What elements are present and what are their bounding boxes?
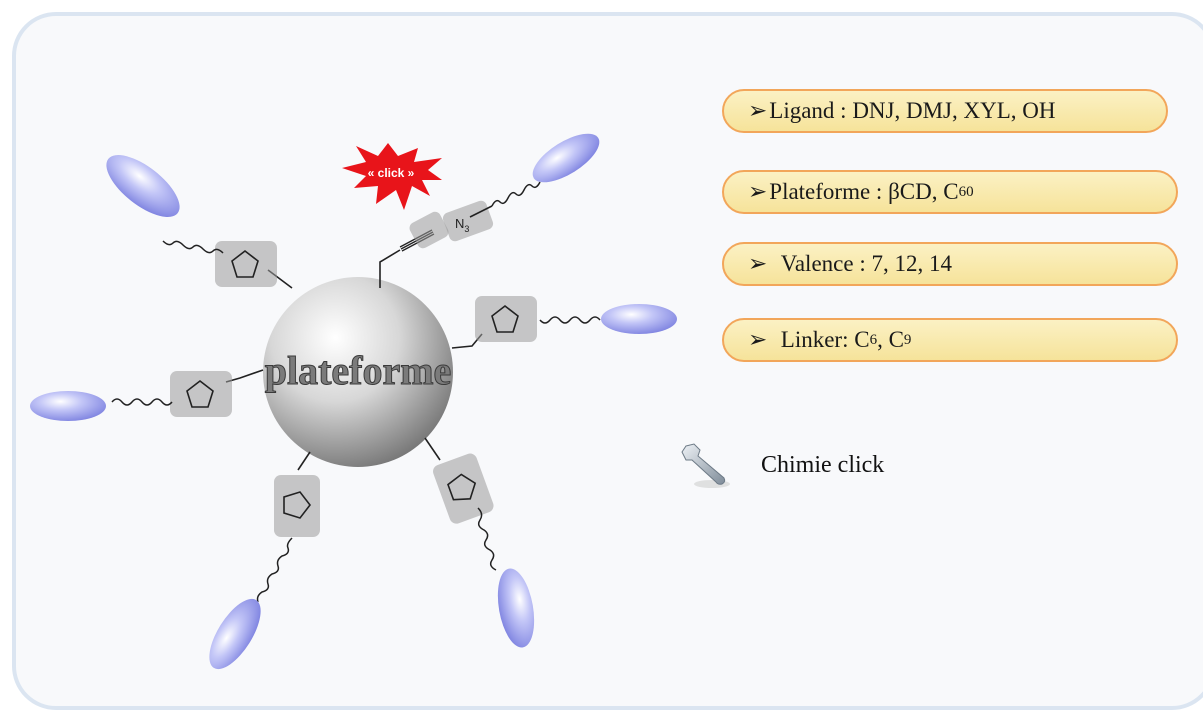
arrow-bullet: ➢ xyxy=(748,98,768,123)
feature-ligand-text: Ligand : DNJ, DMJ, XYL, OH xyxy=(769,98,1056,123)
platform-sphere xyxy=(263,277,453,467)
click-star: « click » xyxy=(342,143,442,210)
arm-bottom-left xyxy=(209,451,321,670)
feature-plateforme-text: Plateforme : βCD, C xyxy=(769,179,959,204)
ligand-ellipse xyxy=(209,598,261,670)
arrow-bullet: ➢ xyxy=(748,327,768,352)
feature-valence-text: Valence : 7, 12, 14 xyxy=(780,251,952,276)
multivalent-diagram: plateforme « click » N3 xyxy=(30,133,677,670)
feature-ligand: ➢Ligand : DNJ, DMJ, XYL, OH xyxy=(722,89,1168,133)
arm-top-alkyne xyxy=(379,211,449,288)
feature-linker-sep: , C xyxy=(877,327,904,352)
click-label: « click » xyxy=(368,166,415,180)
arrow-bullet: ➢ xyxy=(748,179,768,204)
platform-label: plateforme xyxy=(265,348,452,393)
arm-bottom-right xyxy=(424,437,535,648)
ligand-ellipse xyxy=(497,568,535,648)
arm-right xyxy=(451,295,677,349)
arm-top-left xyxy=(106,155,293,289)
wrench-icon xyxy=(681,443,730,488)
azide-arm: N3 xyxy=(442,133,600,242)
ligand-ellipse xyxy=(532,133,600,183)
ligand-ellipse xyxy=(106,155,180,217)
method-label: Chimie click xyxy=(761,452,885,478)
ligand-ellipse xyxy=(30,391,106,421)
arm-left xyxy=(30,369,264,421)
feature-linker-text: Linker: C xyxy=(780,327,870,352)
arrow-bullet: ➢ xyxy=(748,251,768,276)
azide-label: N3 xyxy=(455,216,469,234)
feature-valence: ➢ Valence : 7, 12, 14 xyxy=(722,242,1178,286)
ligand-ellipse xyxy=(601,304,677,334)
